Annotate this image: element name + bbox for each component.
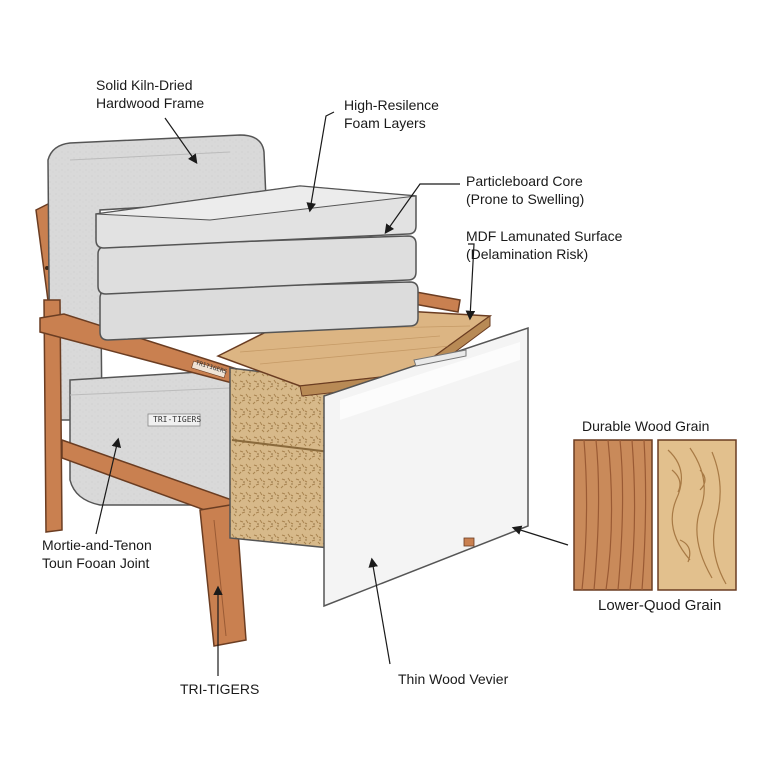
durable-grain-swatch (573, 439, 653, 591)
panel-foot (463, 537, 475, 547)
leader-frame (164, 117, 198, 164)
seat-tag (147, 413, 201, 427)
back-post-screw (45, 266, 49, 270)
leader-veneer (368, 557, 391, 665)
seat-tag-text: TRI-TIGERS (153, 415, 202, 424)
label-hardwood-frame: Solid Kiln-Dried Hardwood Frame (96, 77, 205, 111)
label-mortise-tenon-joint: Mortie-and-Tenon Toun Fooan Joint (42, 537, 152, 571)
leader-mdf (465, 243, 476, 321)
leader-joint (95, 437, 122, 535)
front-leg (199, 503, 247, 647)
panel-handle (413, 349, 467, 367)
foam-layer-top (95, 185, 417, 249)
label-particleboard-core: Particleboard Core (Prone to Swelling) (466, 173, 585, 207)
label-lower-quality-grain: Lower-Quod Grain (598, 597, 722, 614)
leader-grain (511, 525, 569, 546)
leader-foam (306, 111, 335, 213)
arm-tag (191, 360, 227, 379)
arm-rail-right (413, 291, 461, 313)
lower-grain-swatch (657, 439, 737, 591)
label-mdf-surface: MDF Lamunated Surface (Delamination Risk… (466, 228, 623, 262)
leader-particleboard (384, 183, 460, 234)
front-left-leg-rear (43, 299, 63, 533)
label-foam-layers: High-Resilence Foam Layers (344, 97, 439, 131)
label-thin-wood-veneer: Thin Wood Vevier (398, 671, 509, 687)
label-brand-bottom: TRI-TIGERS (180, 681, 260, 697)
label-durable-wood-grain: Durable Wood Grain (582, 418, 710, 434)
